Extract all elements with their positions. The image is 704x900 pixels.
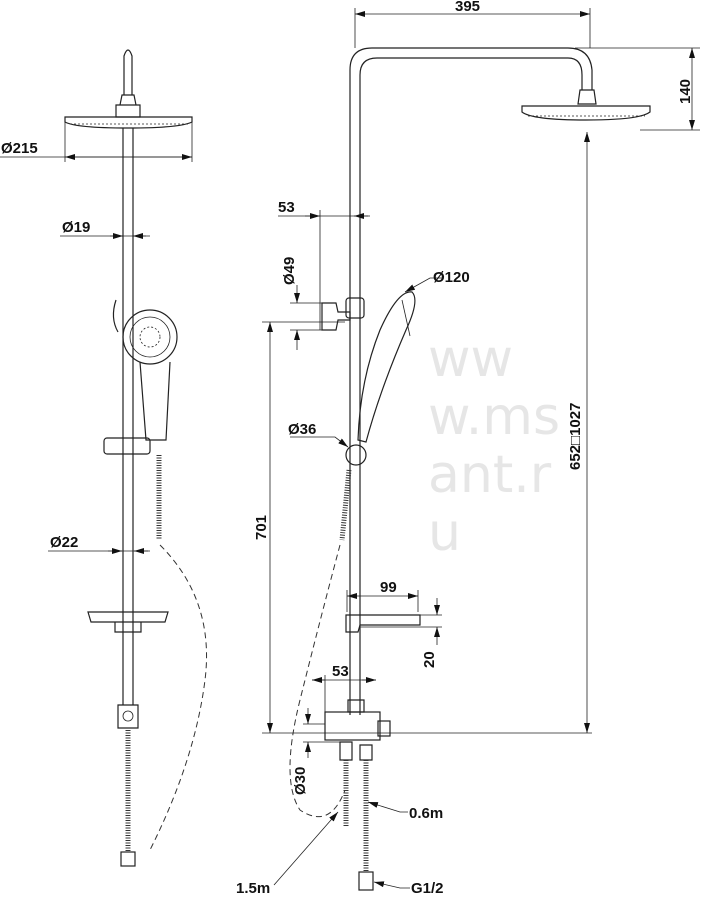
slider-diameter-label: Ø36 (288, 421, 316, 438)
side-view: 395 140 652□1027 53 Ø49 Ø120 Ø36 701 99 … (236, 0, 700, 897)
front-hose-nut (120, 851, 136, 867)
front-hose-dashed (149, 544, 208, 851)
side-hand-shower (357, 291, 416, 443)
side-valve-body (324, 711, 381, 741)
front-arm-top (123, 49, 133, 95)
front-hand-shower-head (122, 309, 178, 365)
side-hose (339, 469, 352, 541)
front-holder (112, 299, 119, 333)
side-valve-knob (377, 720, 391, 737)
front-hand-shower-handle (139, 361, 171, 441)
height-range-label: 652□1027 (567, 403, 584, 470)
inlet-diameter-label: Ø30 (292, 767, 309, 795)
bracket-offset-top-label: 53 (278, 199, 295, 216)
side-wall-bracket (321, 302, 351, 331)
side-hose-connectors (339, 741, 373, 761)
side-head-connector (577, 89, 597, 105)
hand-shower-diameter-label: Ø120 (433, 269, 470, 286)
pipe-diameter-top-label: Ø19 (62, 219, 90, 236)
thread-label: G1/2 (411, 880, 444, 897)
side-slider (345, 444, 367, 466)
side-hand-holder (345, 297, 365, 319)
side-arm-inner (359, 57, 583, 715)
side-hose-nut (358, 871, 374, 891)
side-soap-dish (345, 614, 421, 633)
hose-short-label: 0.6m (409, 805, 443, 822)
soap-dish-height-label: 20 (421, 651, 438, 668)
front-soap-dish (87, 611, 169, 633)
side-shower-head (521, 105, 651, 121)
side-arm-outer (349, 47, 593, 715)
pipe-diameter-bottom-label: Ø22 (50, 534, 78, 551)
bracket-diameter-label: Ø49 (281, 257, 298, 285)
arm-height-label: 140 (677, 79, 694, 104)
soap-dish-width-label: 99 (380, 579, 397, 596)
hose-long-label: 1.5m (236, 880, 270, 897)
arm-reach-label: 395 (455, 0, 480, 15)
front-shower-head (64, 116, 193, 129)
head-diameter-label: Ø215 (1, 140, 38, 157)
side-hose-dashed (289, 544, 346, 818)
watermark: www.msant.ru (428, 329, 561, 563)
valve-offset-label: 53 (332, 663, 349, 680)
front-slider (103, 437, 151, 455)
front-head-connector (115, 94, 141, 118)
front-connector (117, 704, 139, 729)
front-view: Ø215 Ø19 Ø22 (0, 49, 208, 867)
slider-height-label: 701 (253, 515, 270, 540)
